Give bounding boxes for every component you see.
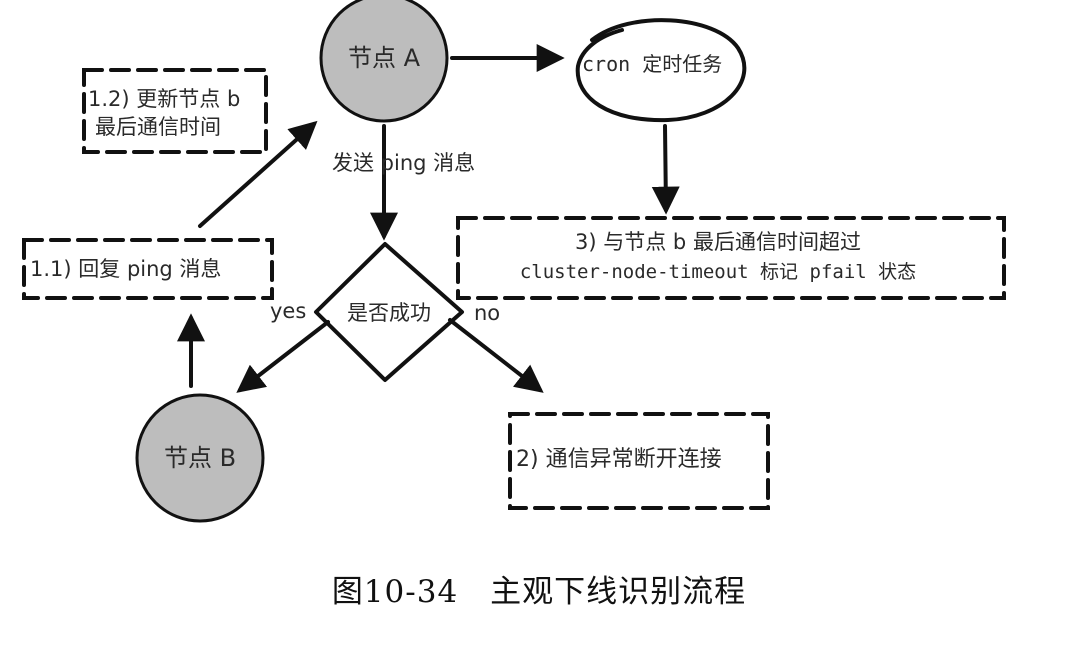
edge-label-yes: yes [270,299,306,323]
box-disconnect: 2) 通信异常断开连接 [508,412,770,510]
box-update-b-line-2: 最后通信时间 [95,115,221,139]
box-reply-ping-label: 1.1) 回复 ping 消息 [30,257,221,281]
node-b: 节点 B [135,393,265,523]
box-disconnect-label: 2) 通信异常断开连接 [516,447,722,472]
node-a-label: 节点 A [348,44,421,72]
cron-label: cron 定时任务 [582,52,722,76]
box-update-b-border [82,68,268,154]
edge-label-no: no [474,301,500,325]
arrow-reply-to-node-a [198,120,318,228]
arrow-decision-yes [236,320,330,393]
box-reply-ping-border [22,238,274,300]
box-disconnect-border [508,412,770,510]
decision-label: 是否成功 [347,301,431,325]
box-timeout-line-2: cluster-node-timeout 标记 pfail 状态 [520,261,916,283]
node-a-circle [319,0,449,123]
box-timeout-line-1: 3) 与节点 b 最后通信时间超过 [575,230,861,254]
box-update-b-line-1: 1.2) 更新节点 b [88,87,240,111]
node-a: 节点 A [319,0,449,123]
node-b-label: 节点 B [164,444,236,472]
decision-diamond-outline [314,242,464,382]
box-update-b: 1.2) 更新节点 b 最后通信时间 [82,68,268,154]
node-b-circle [135,393,265,523]
arrow-cron-to-timeout [651,124,680,215]
figure-caption: 图10-34 主观下线识别流程 [331,574,747,610]
box-reply-ping: 1.1) 回复 ping 消息 [22,238,274,300]
edge-label-send-ping: 发送 ping 消息 [332,151,475,175]
cron-task: cron 定时任务 [575,18,747,123]
box-timeout-border [456,216,1006,300]
arrow-decision-no [448,318,544,393]
box-timeout: 3) 与节点 b 最后通信时间超过 cluster-node-timeout 标… [456,216,1006,300]
decision-diamond: 是否成功 [314,242,464,382]
cron-loop-outline [575,18,747,123]
